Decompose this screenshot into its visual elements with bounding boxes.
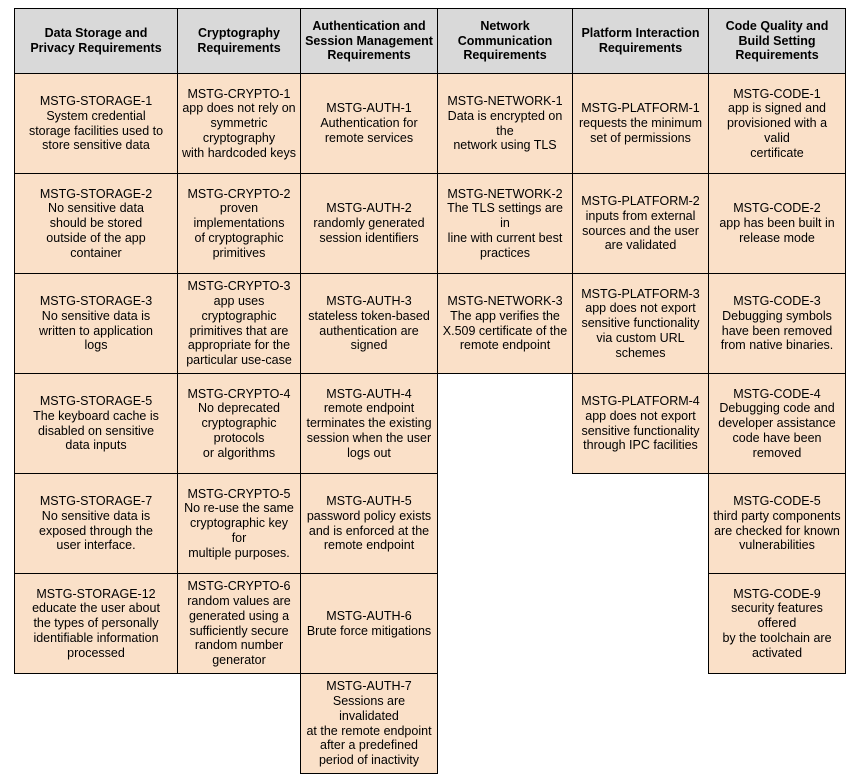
- requirement-text: MSTG-STORAGE-7 No sensitive data is expo…: [39, 494, 153, 553]
- table-cell-empty: [572, 473, 709, 574]
- requirement-text: MSTG-NETWORK-2 The TLS settings are in l…: [447, 186, 563, 260]
- requirement-text: MSTG-CODE-9 security features offered by…: [722, 586, 832, 660]
- column-header-label: Data Storage and Privacy Requirements: [30, 26, 162, 55]
- table-cell-empty: [437, 373, 573, 474]
- table-row: MSTG-STORAGE-12 educate the user about t…: [14, 573, 846, 674]
- table-row: MSTG-STORAGE-7 No sensitive data is expo…: [14, 473, 846, 574]
- column-header-cryptography: Cryptography Requirements: [177, 8, 301, 74]
- requirement-text: MSTG-AUTH-1 Authentication for remote se…: [320, 101, 418, 145]
- requirement-text: MSTG-AUTH-4 remote endpoint terminates t…: [306, 386, 432, 460]
- requirement-text: MSTG-CODE-5 third party components are c…: [713, 494, 841, 553]
- table-cell: MSTG-AUTH-4 remote endpoint terminates t…: [300, 373, 438, 474]
- table-header: Data Storage and Privacy Requirements Cr…: [14, 8, 846, 74]
- table-cell: MSTG-STORAGE-1 System credential storage…: [14, 73, 178, 174]
- requirement-text: MSTG-CODE-4 Debugging code and developer…: [718, 386, 836, 460]
- table-cell: MSTG-STORAGE-2 No sensitive data should …: [14, 173, 178, 274]
- requirement-text: MSTG-NETWORK-1 Data is encrypted on the …: [447, 94, 563, 153]
- table-cell: MSTG-PLATFORM-1 requests the minimum set…: [572, 73, 709, 174]
- table-cell-empty: [437, 673, 573, 774]
- requirement-text: MSTG-NETWORK-3 The app verifies the X.50…: [442, 294, 568, 353]
- table-cell-empty: [14, 673, 178, 774]
- requirement-text: MSTG-AUTH-5 password policy exists and i…: [306, 494, 432, 553]
- table-cell: MSTG-CRYPTO-5 No re-use the same cryptog…: [177, 473, 301, 574]
- requirement-text: MSTG-CRYPTO-3 app uses cryptographic pri…: [186, 279, 292, 367]
- column-header-label: Code Quality and Build Setting Requireme…: [725, 18, 829, 63]
- table-cell: MSTG-PLATFORM-2 inputs from external sou…: [572, 173, 709, 274]
- requirement-text: MSTG-CRYPTO-6 random values are generate…: [187, 579, 291, 667]
- requirement-text: MSTG-AUTH-2 randomly generated session i…: [313, 201, 425, 245]
- table-cell: MSTG-STORAGE-7 No sensitive data is expo…: [14, 473, 178, 574]
- requirement-text: MSTG-CRYPTO-1 app does not rely on symme…: [182, 86, 296, 160]
- requirement-text: MSTG-PLATFORM-1 requests the minimum set…: [579, 101, 702, 145]
- column-header-label: Cryptography Requirements: [197, 26, 281, 55]
- table-row: MSTG-AUTH-7 Sessions are invalidated at …: [14, 673, 846, 774]
- table-cell: MSTG-AUTH-1 Authentication for remote se…: [300, 73, 438, 174]
- column-header-data-storage: Data Storage and Privacy Requirements: [14, 8, 178, 74]
- requirement-text: MSTG-CRYPTO-2 proven implementations of …: [187, 186, 291, 260]
- table-cell: MSTG-NETWORK-1 Data is encrypted on the …: [437, 73, 573, 174]
- table-row: MSTG-STORAGE-1 System credential storage…: [14, 73, 846, 174]
- table-cell: MSTG-AUTH-6 Brute force mitigations: [300, 573, 438, 674]
- requirement-text: MSTG-STORAGE-2 No sensitive data should …: [39, 186, 153, 260]
- table-cell-empty: [177, 673, 301, 774]
- column-header-label: Platform Interaction Requirements: [581, 26, 700, 55]
- requirement-text: MSTG-AUTH-7 Sessions are invalidated at …: [306, 679, 432, 767]
- table-cell: MSTG-CRYPTO-4 No deprecated cryptographi…: [177, 373, 301, 474]
- requirement-text: MSTG-CRYPTO-4 No deprecated cryptographi…: [187, 386, 291, 460]
- column-header-authentication: Authentication and Session Management Re…: [300, 8, 438, 74]
- table-cell: MSTG-STORAGE-12 educate the user about t…: [14, 573, 178, 674]
- table-cell: MSTG-CODE-9 security features offered by…: [708, 573, 846, 674]
- header-row: Data Storage and Privacy Requirements Cr…: [14, 8, 846, 74]
- table-cell: MSTG-CRYPTO-1 app does not rely on symme…: [177, 73, 301, 174]
- requirement-text: MSTG-PLATFORM-3 app does not export sens…: [581, 286, 700, 360]
- mstg-requirements-table: Data Storage and Privacy Requirements Cr…: [14, 8, 846, 774]
- table-cell-empty: [572, 673, 709, 774]
- table-cell: MSTG-PLATFORM-3 app does not export sens…: [572, 273, 709, 374]
- column-header-code-quality: Code Quality and Build Setting Requireme…: [708, 8, 846, 74]
- table-cell: MSTG-CRYPTO-2 proven implementations of …: [177, 173, 301, 274]
- requirement-text: MSTG-AUTH-3 stateless token-based authen…: [308, 294, 430, 353]
- requirement-text: MSTG-STORAGE-5 The keyboard cache is dis…: [33, 394, 159, 453]
- table-row: MSTG-STORAGE-3 No sensitive data is writ…: [14, 273, 846, 374]
- table-cell: MSTG-CRYPTO-6 random values are generate…: [177, 573, 301, 674]
- table-cell: MSTG-STORAGE-5 The keyboard cache is dis…: [14, 373, 178, 474]
- table-cell: MSTG-PLATFORM-4 app does not export sens…: [572, 373, 709, 474]
- table-cell-empty: [437, 473, 573, 574]
- table-cell: MSTG-AUTH-7 Sessions are invalidated at …: [300, 673, 438, 774]
- table-cell-empty: [572, 573, 709, 674]
- requirement-text: MSTG-PLATFORM-2 inputs from external sou…: [581, 194, 700, 253]
- requirements-matrix-sheet: Data Storage and Privacy Requirements Cr…: [14, 8, 846, 774]
- table-cell: MSTG-AUTH-3 stateless token-based authen…: [300, 273, 438, 374]
- table-cell: MSTG-STORAGE-3 No sensitive data is writ…: [14, 273, 178, 374]
- table-cell-empty: [437, 573, 573, 674]
- requirement-text: MSTG-AUTH-6 Brute force mitigations: [306, 608, 432, 638]
- requirement-text: MSTG-STORAGE-3 No sensitive data is writ…: [39, 294, 153, 353]
- column-header-label: Authentication and Session Management Re…: [305, 18, 433, 63]
- table-row: MSTG-STORAGE-2 No sensitive data should …: [14, 173, 846, 274]
- requirement-text: MSTG-CRYPTO-5 No re-use the same cryptog…: [184, 486, 294, 560]
- table-cell: MSTG-CODE-5 third party components are c…: [708, 473, 846, 574]
- column-header-label: Network Communication Requirements: [457, 18, 553, 63]
- table-cell: MSTG-CODE-4 Debugging code and developer…: [708, 373, 846, 474]
- requirement-text: MSTG-STORAGE-12 educate the user about t…: [32, 586, 160, 660]
- column-header-network: Network Communication Requirements: [437, 8, 573, 74]
- table-cell: MSTG-CODE-1 app is signed and provisione…: [708, 73, 846, 174]
- table-cell: MSTG-NETWORK-2 The TLS settings are in l…: [437, 173, 573, 274]
- requirement-text: MSTG-STORAGE-1 System credential storage…: [28, 94, 164, 153]
- table-cell: MSTG-CODE-3 Debugging symbols have been …: [708, 273, 846, 374]
- table-cell: MSTG-CRYPTO-3 app uses cryptographic pri…: [177, 273, 301, 374]
- requirement-text: MSTG-CODE-3 Debugging symbols have been …: [720, 294, 834, 353]
- table-cell-empty: [708, 673, 846, 774]
- requirement-text: MSTG-CODE-2 app has been built in releas…: [719, 201, 835, 245]
- requirement-text: MSTG-PLATFORM-4 app does not export sens…: [581, 394, 700, 453]
- table-cell: MSTG-AUTH-2 randomly generated session i…: [300, 173, 438, 274]
- table-cell: MSTG-CODE-2 app has been built in releas…: [708, 173, 846, 274]
- table-cell: MSTG-AUTH-5 password policy exists and i…: [300, 473, 438, 574]
- table-row: MSTG-STORAGE-5 The keyboard cache is dis…: [14, 373, 846, 474]
- table-cell: MSTG-NETWORK-3 The app verifies the X.50…: [437, 273, 573, 374]
- table-body: MSTG-STORAGE-1 System credential storage…: [14, 73, 846, 774]
- column-header-platform: Platform Interaction Requirements: [572, 8, 709, 74]
- requirement-text: MSTG-CODE-1 app is signed and provisione…: [726, 86, 828, 160]
